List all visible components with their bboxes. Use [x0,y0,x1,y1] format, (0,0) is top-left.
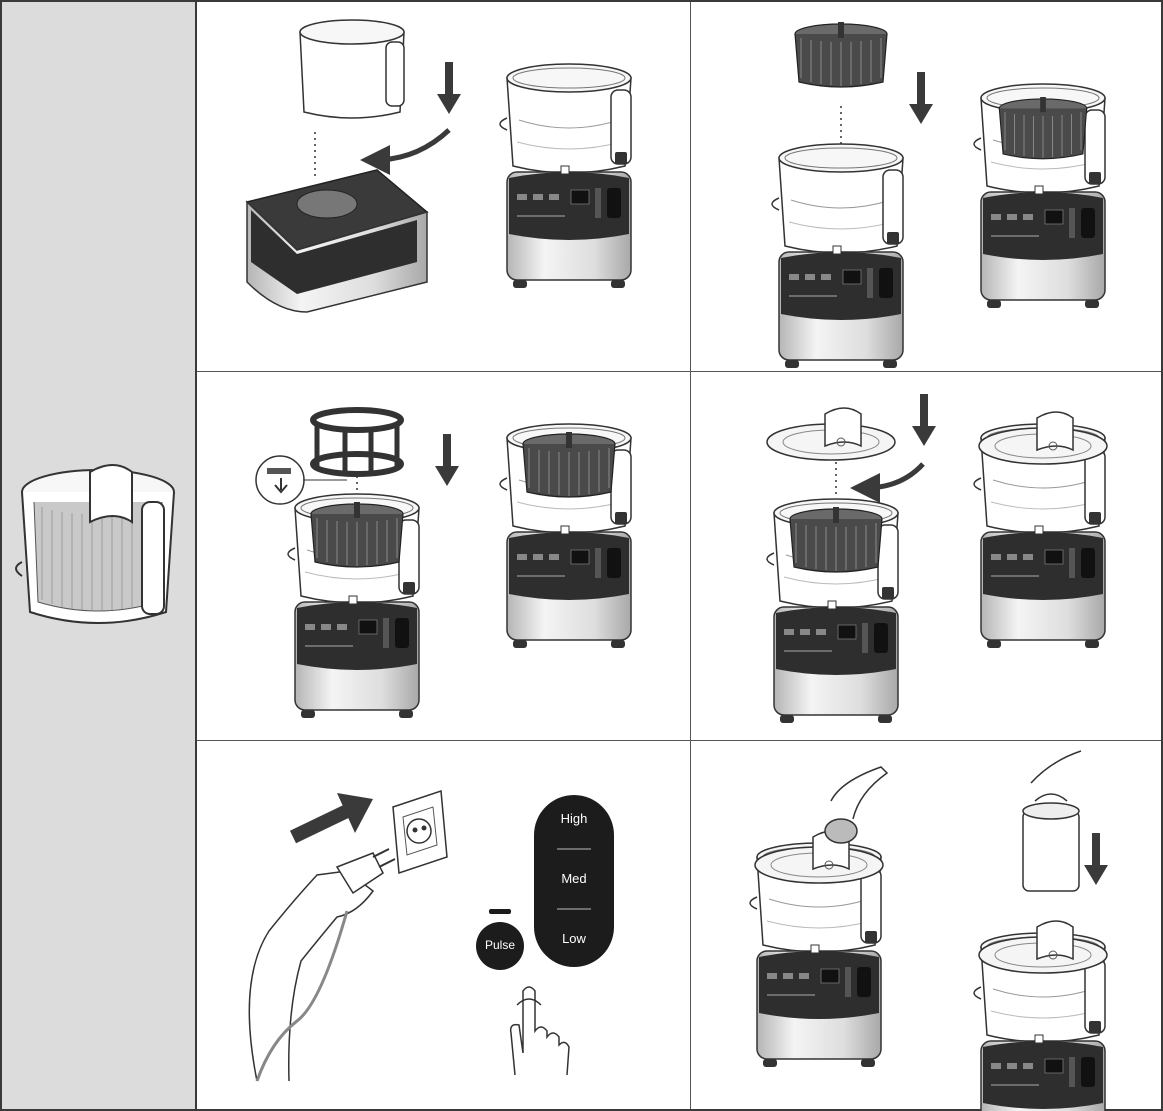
wall-socket-icon [393,791,447,873]
curved-arrow-icon [375,130,449,160]
step-plug-in-and-select-speed: High Med Low Pulse [197,741,691,1109]
basket-bowl-on-base [767,499,898,723]
ring-frame [313,410,401,474]
juicer-with-fruit [750,831,883,1067]
speed-label-high: High [534,811,614,826]
base-unit-angled [247,170,427,312]
pusher-tube [1023,794,1079,891]
step-insert-basket [691,2,1161,372]
juicer-attachment-illustration [2,2,195,1109]
down-arrow-icon [437,62,461,114]
assembled-basket [974,84,1105,308]
juicer-with-pusher [974,921,1107,1111]
step-add-fruit-and-press [691,741,1161,1109]
basket-bowl-on-base [288,494,419,718]
step-attach-lid [691,372,1161,741]
assembled-bowl [500,64,631,288]
pulse-label: Pulse [477,938,523,952]
down-arrow-icon [912,394,936,446]
filter-basket [795,22,887,87]
plug-arrow-icon [293,811,347,837]
hand-with-fruit [831,767,887,819]
curved-arrow-icon [865,464,923,488]
assembled-lid [974,412,1107,648]
step-insert-ring [197,372,691,741]
down-arrow-icon [1084,833,1108,885]
speed-label-low: Low [534,931,614,946]
assembled-ring [500,424,631,648]
down-arrow-icon [435,434,459,486]
speed-label-med: Med [534,871,614,886]
down-arrow-icon [909,72,933,124]
hand-with-plug [249,871,373,1081]
attachment-sidebar [2,2,197,1109]
orange-half [825,819,857,843]
step-attach-bowl [197,2,691,372]
bowl-on-base [772,144,903,368]
juicer-lid [767,408,895,460]
hand-press-icon [511,987,569,1075]
